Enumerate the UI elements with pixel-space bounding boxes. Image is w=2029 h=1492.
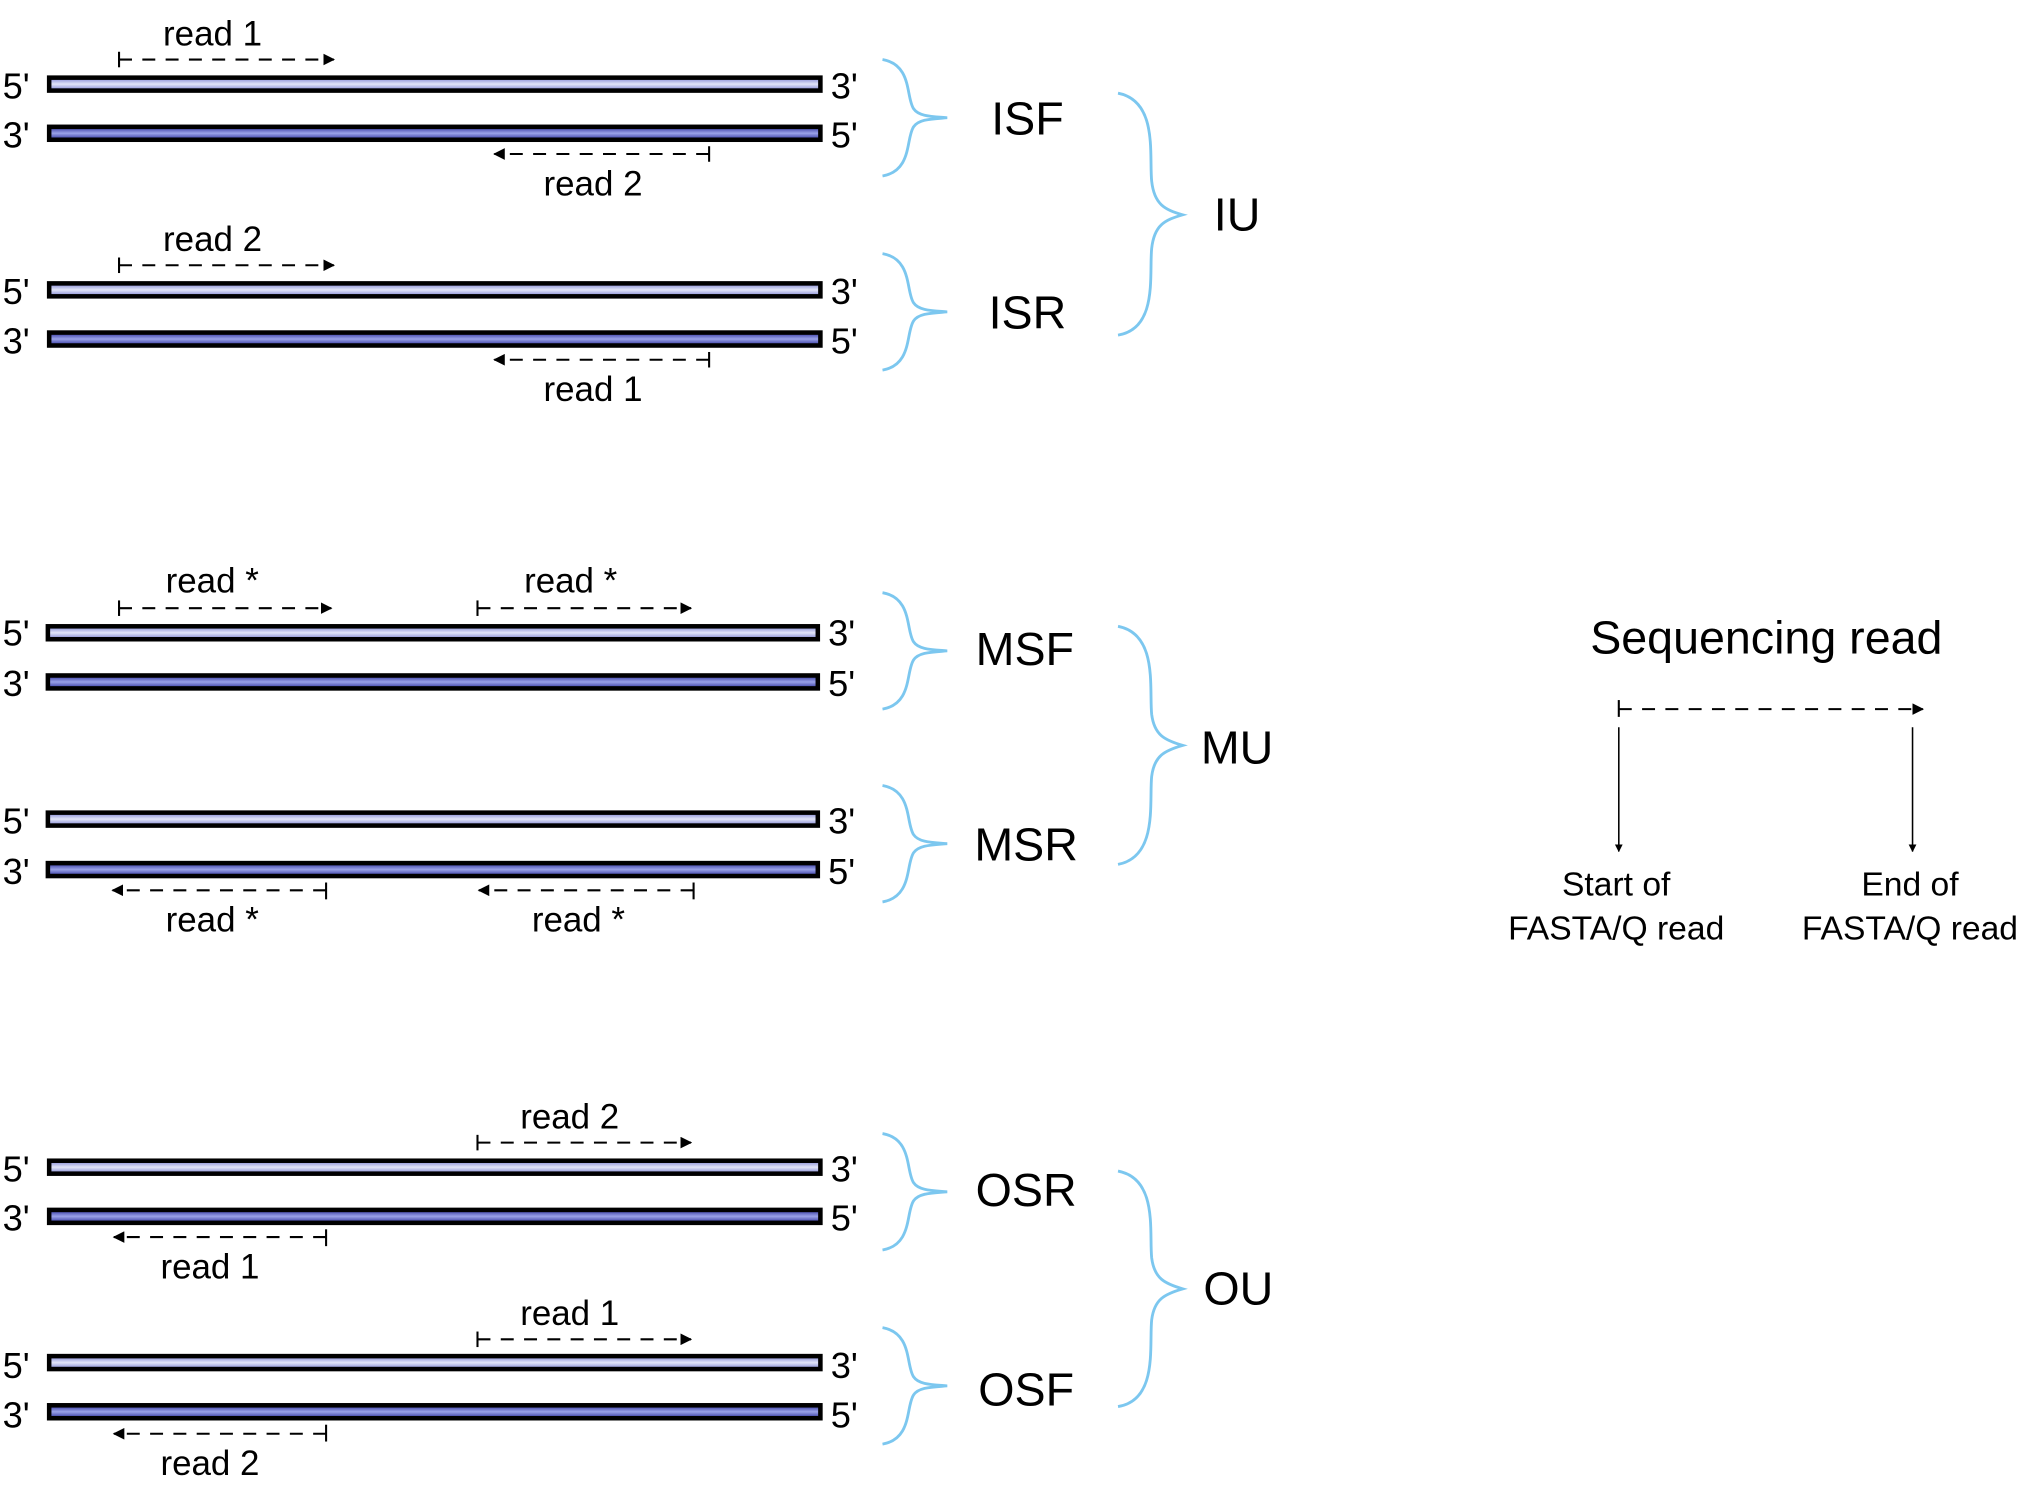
read-label: read 1 — [520, 1294, 619, 1333]
three-prime-label: 3' — [3, 663, 30, 704]
bottom-strand — [46, 124, 823, 143]
library-isr: read 2 5' 3' 3' 5' read 1 ISR — [3, 220, 1067, 409]
three-prime-label: 3' — [3, 1198, 30, 1239]
brace-icon — [882, 1132, 948, 1252]
five-prime-label: 5' — [828, 663, 855, 704]
library-label-osf: OSF — [978, 1363, 1074, 1415]
bottom-strand — [45, 673, 821, 691]
five-prime-label: 5' — [3, 1148, 30, 1189]
bottom-strand — [46, 1207, 823, 1226]
library-isf: read 1 5' 3' 3' 5' read 2 ISF — [3, 14, 1064, 203]
legend-end-line2: FASTA/Q read — [1802, 910, 2018, 947]
brace-icon — [1117, 91, 1188, 337]
five-prime-label: 5' — [3, 1345, 30, 1386]
five-prime-label: 5' — [831, 1394, 858, 1435]
library-label-isr: ISR — [989, 287, 1067, 339]
brace-icon — [882, 1326, 948, 1446]
top-strand — [46, 1158, 823, 1176]
bottom-strand — [46, 1403, 823, 1421]
group-iu: IU — [1117, 91, 1261, 337]
library-osf: read 1 5' 3' 3' 5' read 2 OSF — [3, 1294, 1074, 1483]
group-label-ou: OU — [1203, 1262, 1273, 1314]
top-strand — [45, 624, 821, 642]
three-prime-label: 3' — [3, 320, 30, 361]
forward-read-arrow — [476, 1134, 693, 1151]
read-label: read * — [166, 901, 260, 940]
three-prime-label: 3' — [831, 1148, 858, 1189]
brace-icon — [882, 591, 948, 711]
forward-read-arrow — [476, 1331, 693, 1348]
legend-start-line1: Start of — [1562, 866, 1671, 903]
library-label-msf: MSF — [976, 623, 1074, 675]
read-label: read * — [532, 901, 626, 940]
library-msf: read * read * 5' 3' 3' 5' MSF — [3, 562, 1074, 711]
read-label: read 2 — [543, 164, 642, 203]
group-label-iu: IU — [1214, 188, 1261, 240]
five-prime-label: 5' — [831, 1198, 858, 1239]
three-prime-label: 3' — [828, 613, 855, 654]
top-strand — [45, 810, 821, 828]
three-prime-label: 3' — [3, 115, 30, 156]
three-prime-label: 3' — [828, 800, 855, 841]
legend-read-arrow — [1617, 700, 1925, 717]
five-prime-label: 5' — [3, 613, 30, 654]
reverse-read-arrow — [493, 351, 711, 368]
reverse-read-arrow — [493, 146, 711, 162]
read-label: read 1 — [163, 14, 262, 53]
forward-read-arrow — [118, 51, 336, 68]
library-msr: 5' 3' 3' 5' read * read * MSR — [3, 784, 1078, 940]
brace-icon — [882, 58, 948, 178]
group-label-mu: MU — [1201, 721, 1273, 773]
reverse-read-arrow — [112, 1229, 328, 1247]
reverse-read-arrow — [111, 882, 328, 900]
forward-read-arrow — [476, 600, 693, 616]
read-label: read 2 — [160, 1444, 259, 1483]
five-prime-label: 5' — [3, 65, 30, 106]
read-label: read 1 — [160, 1247, 259, 1286]
brace-icon — [1117, 624, 1188, 866]
three-prime-label: 3' — [831, 65, 858, 106]
library-label-msr: MSR — [974, 819, 1078, 871]
top-strand — [46, 75, 823, 93]
forward-read-arrow — [118, 257, 336, 274]
legend-end-line1: End of — [1861, 866, 1959, 903]
library-osr: read 2 5' 3' 3' 5' read 1 OSR — [3, 1097, 1077, 1286]
read-label: read 2 — [163, 220, 262, 259]
reverse-read-arrow — [477, 882, 695, 900]
three-prime-label: 3' — [3, 1394, 30, 1435]
brace-icon — [882, 252, 948, 372]
three-prime-label: 3' — [831, 271, 858, 312]
top-strand — [46, 1353, 823, 1372]
read-label: read * — [166, 562, 260, 601]
five-prime-label: 5' — [831, 320, 858, 361]
legend-start-line2: FASTA/Q read — [1508, 910, 1724, 947]
reverse-read-arrow — [112, 1424, 328, 1442]
three-prime-label: 3' — [831, 1345, 858, 1386]
five-prime-label: 5' — [3, 800, 30, 841]
library-label-osr: OSR — [976, 1164, 1077, 1216]
read-label: read 1 — [543, 370, 642, 409]
five-prime-label: 5' — [831, 115, 858, 156]
read-label: read * — [524, 562, 618, 601]
group-ou: OU — [1117, 1169, 1273, 1408]
bottom-strand — [45, 860, 821, 879]
top-strand — [46, 281, 823, 299]
library-label-isf: ISF — [991, 93, 1063, 145]
forward-read-arrow — [118, 600, 333, 616]
read-label: read 2 — [520, 1097, 619, 1136]
brace-icon — [1117, 1169, 1188, 1408]
three-prime-label: 3' — [3, 851, 30, 892]
brace-icon — [882, 784, 948, 904]
legend: Sequencing read Start of FASTA/Q read En… — [1508, 611, 2018, 947]
group-mu: MU — [1117, 624, 1273, 866]
five-prime-label: 5' — [828, 851, 855, 892]
legend-title: Sequencing read — [1590, 611, 1942, 663]
bottom-strand — [46, 330, 823, 348]
five-prime-label: 5' — [3, 271, 30, 312]
